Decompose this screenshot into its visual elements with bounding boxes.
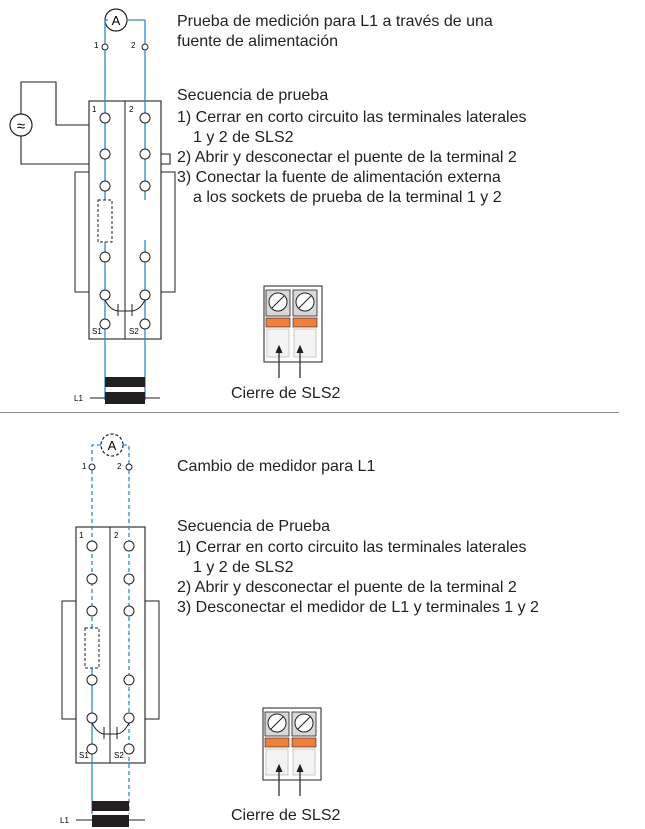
- meter-change-title: Cambio de medidor para L1: [177, 458, 376, 475]
- sequence-title: Secuencia de Prueba: [177, 518, 330, 535]
- step-item: 3) Conectar la fuente de alimentación ex…: [177, 169, 501, 186]
- step-item: 1 y 2 de SLS2: [193, 559, 294, 576]
- sls2-caption: Cierre de SLS2: [231, 807, 341, 824]
- ammeter-label: A: [112, 13, 121, 28]
- section-divider: [0, 412, 619, 413]
- measurement-title-line2: fuente de alimentación: [177, 33, 338, 50]
- sls2-caption: Cierre de SLS2: [231, 385, 341, 402]
- meter-change-panel: A 1 2 1 2: [0, 414, 645, 829]
- measurement-title-line1: Prueba de medición para L1 a través de u…: [177, 13, 493, 30]
- step-item: 3) Desconectar el medidor de L1 y termin…: [177, 599, 539, 616]
- test-steps-list: 1) Cerrar en corto circuito las terminal…: [177, 108, 526, 208]
- step-item: 1) Cerrar en corto circuito las terminal…: [177, 109, 527, 126]
- l1-label: L1: [74, 394, 83, 403]
- step-item: a los sockets de prueba de la terminal 1…: [193, 189, 502, 206]
- fuse-icon: [97, 199, 113, 243]
- terminal-1-label: 1: [92, 105, 97, 114]
- s1-label: S1: [92, 327, 102, 336]
- test-socket-2: [141, 43, 149, 51]
- fuse-icon: [84, 627, 100, 669]
- sls2-clamp-illustration: [262, 707, 322, 796]
- wiring-diagram-measurement: A 1 2 ≈ 1 2: [9, 8, 323, 404]
- step-item: 1) Cerrar en corto circuito las terminal…: [177, 539, 527, 556]
- test-socket-1: [101, 43, 109, 51]
- step-item: 2) Abrir y desconectar el puente de la t…: [177, 149, 517, 166]
- terminal-1-label: 1: [79, 531, 84, 540]
- step-item: 2) Abrir y desconectar el puente de la t…: [177, 579, 517, 596]
- socket-2-label: 2: [131, 41, 136, 50]
- wiring-diagram-meter-change: A 1 2 1 2: [60, 433, 322, 827]
- sls2-clamp-illustration: [263, 285, 323, 378]
- meter-change-steps-list: 1) Cerrar en corto circuito las terminal…: [177, 538, 539, 618]
- s1-label: S1: [79, 751, 89, 760]
- test-measurement-panel: A 1 2 ≈ 1 2: [0, 0, 645, 414]
- current-transformer-icon: [92, 801, 129, 811]
- sequence-title: Secuencia de prueba: [177, 87, 329, 104]
- s2-label: S2: [114, 751, 124, 760]
- s2-label: S2: [129, 327, 139, 336]
- terminal-2-label: 2: [129, 105, 134, 114]
- socket-1-label: 1: [94, 41, 99, 50]
- socket-2-label: 2: [117, 462, 122, 471]
- ac-source-label: ≈: [17, 118, 25, 135]
- terminal-2-label: 2: [114, 531, 119, 540]
- ammeter-label: A: [108, 438, 117, 453]
- socket-1-label: 1: [82, 462, 87, 471]
- l1-label: L1: [60, 816, 69, 825]
- current-transformer-icon: [105, 377, 145, 387]
- step-item: 1 y 2 de SLS2: [193, 129, 294, 146]
